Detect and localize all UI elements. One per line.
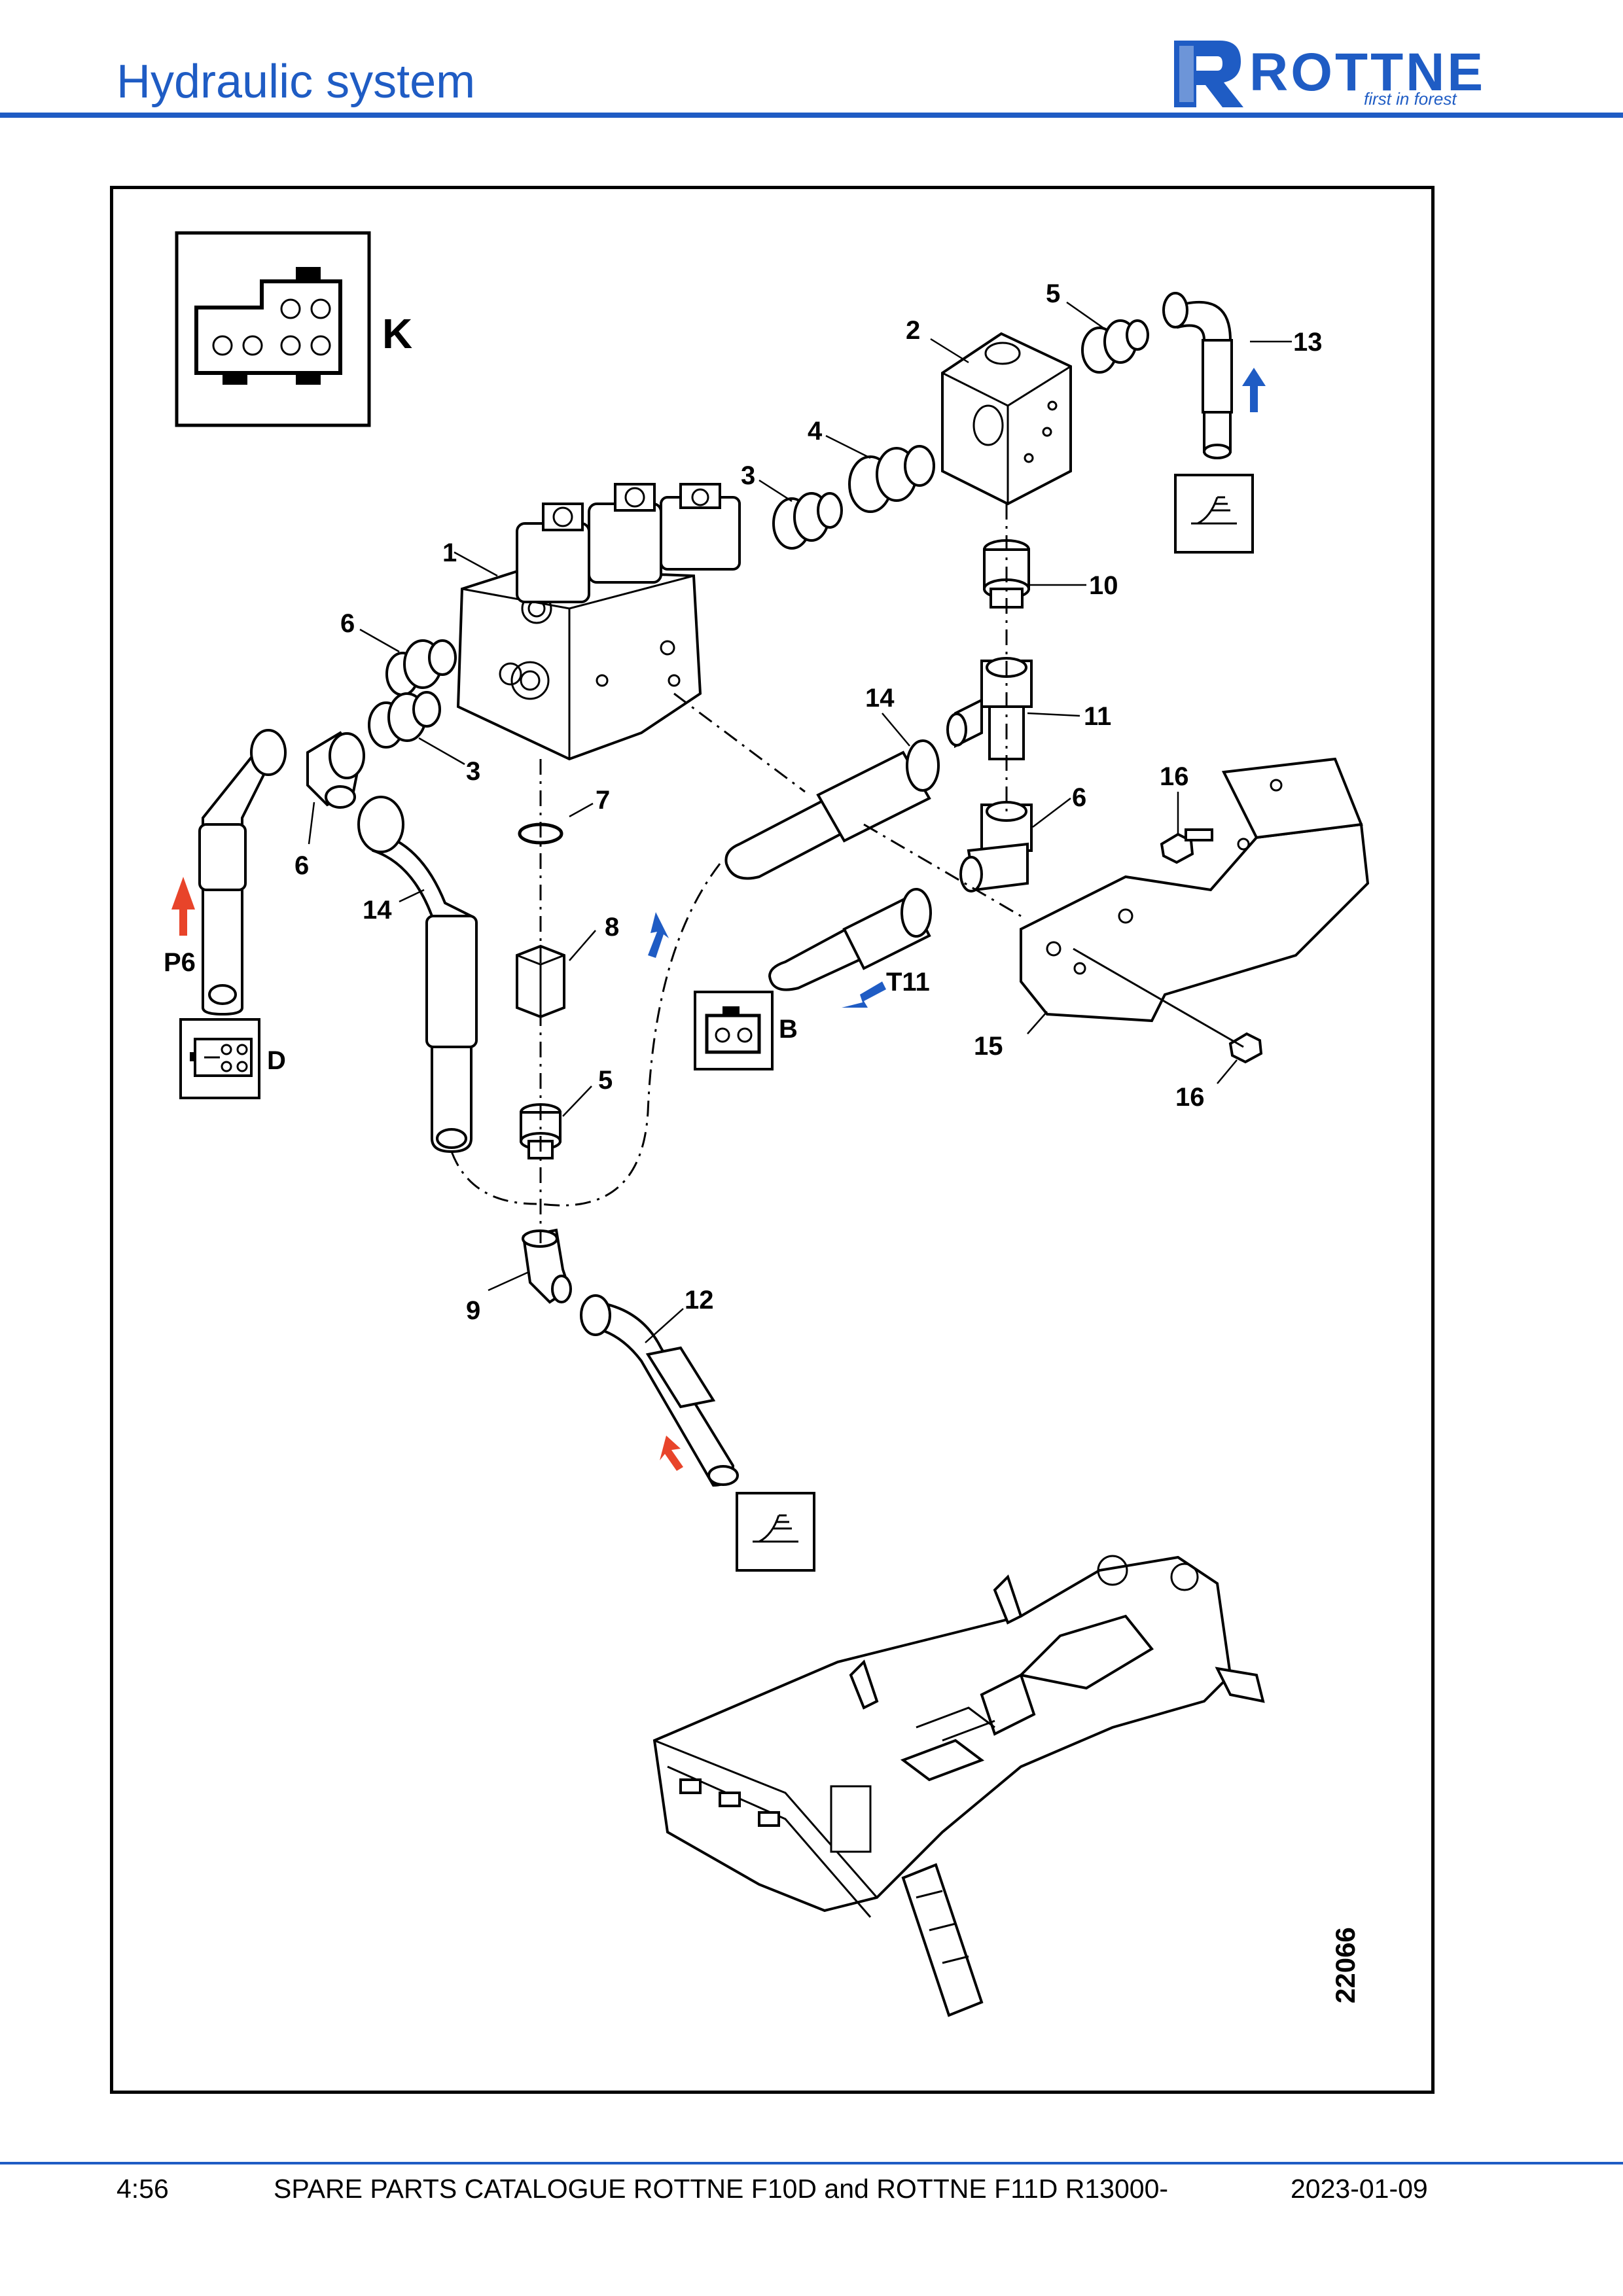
- callout-6: 6: [294, 851, 309, 880]
- callout-16: 16: [1160, 762, 1189, 791]
- connector-d-icon: [179, 1018, 260, 1099]
- callout-16: 16: [1175, 1083, 1205, 1112]
- callout-6: 6: [340, 609, 355, 638]
- connector-k-label: K: [382, 310, 412, 357]
- diagram-frame: [110, 186, 1435, 2094]
- leader-lines: [308, 301, 1292, 1343]
- port-label-p6: P6: [164, 948, 196, 977]
- return-arrow-icon: [842, 981, 886, 1008]
- assembly-axis-line: [1073, 947, 1244, 1048]
- elbow-9: [522, 1228, 572, 1304]
- drawing-number: 22066: [1330, 1927, 1361, 2004]
- connector-d-label: D: [267, 1046, 286, 1075]
- callout-10: 10: [1089, 571, 1118, 600]
- callout-9: 9: [466, 1296, 480, 1325]
- elbow-hose-13: [1162, 292, 1233, 459]
- assembly-axis-line: [673, 692, 806, 793]
- tee-fitting-11: [946, 657, 1033, 760]
- callout-14: 14: [363, 896, 392, 925]
- adapter-6-left-top: [385, 639, 457, 696]
- port-label-t11: T11: [886, 968, 930, 997]
- connector-b-icon: [694, 991, 774, 1070]
- hose-routing-line: [540, 863, 721, 1207]
- adapter-4: [848, 445, 935, 513]
- callout-2: 2: [906, 316, 920, 345]
- hose-p6: [198, 729, 287, 1016]
- callout-4: 4: [808, 417, 823, 446]
- valve-block: [456, 567, 702, 761]
- callout-11: 11: [1084, 702, 1111, 731]
- solenoid-coils: [516, 483, 741, 603]
- callout-3: 3: [741, 461, 755, 490]
- page-title: Hydraulic system: [116, 56, 476, 108]
- hose-14-left: [357, 796, 478, 1154]
- callout-5: 5: [598, 1066, 613, 1095]
- port-block: [941, 332, 1072, 506]
- tank-symbol-icon: [1174, 474, 1254, 554]
- brand-name: ROTTNE: [1249, 43, 1486, 102]
- elbow-6-left: [306, 731, 365, 809]
- callout-8: 8: [605, 913, 619, 942]
- pressure-arrow-icon: [660, 1436, 683, 1471]
- callout-6: 6: [1072, 783, 1086, 812]
- return-arrow-icon: [1242, 368, 1266, 412]
- callout-13: 13: [1293, 328, 1323, 357]
- footer-rule: [0, 2162, 1623, 2164]
- pressure-arrow-icon: [171, 877, 195, 936]
- page-number: 4:56: [116, 2174, 169, 2204]
- adapter-3-left: [368, 691, 441, 749]
- brand-logo: ROTTNE first in forest: [1168, 34, 1508, 113]
- hose-12: [580, 1294, 739, 1487]
- hose-routing-line: [450, 1151, 537, 1205]
- callout-7: 7: [596, 786, 610, 815]
- callout-15: 15: [974, 1032, 1003, 1061]
- connector-b-label: B: [779, 1015, 798, 1044]
- connector-k-icon: [175, 231, 371, 427]
- adapter-5-top: [1081, 319, 1149, 374]
- bolt-16-top: [1160, 828, 1213, 864]
- catalogue-date: 2023-01-09: [1291, 2174, 1428, 2204]
- callout-12: 12: [685, 1286, 714, 1315]
- hose-14-right: [724, 739, 940, 880]
- callout-5: 5: [1046, 279, 1060, 308]
- rottne-r-logo-icon: [1174, 41, 1243, 107]
- callout-3: 3: [466, 757, 480, 786]
- bolt-16-bottom: [1228, 1032, 1263, 1064]
- callout-14: 14: [865, 684, 895, 713]
- catalogue-title: SPARE PARTS CATALOGUE ROTTNE F10D and RO…: [274, 2174, 1169, 2204]
- hose-t11: [768, 888, 932, 991]
- header-rule: [0, 113, 1623, 118]
- tank-symbol-icon: [736, 1492, 815, 1572]
- callout-1: 1: [442, 539, 457, 567]
- elbow-6-right: [959, 801, 1033, 892]
- adapter-3-top: [772, 492, 843, 550]
- bracket-15: [1020, 757, 1370, 1023]
- brand-tagline: first in forest: [1364, 89, 1457, 109]
- return-arrow-icon: [648, 912, 669, 958]
- machine-overview-icon: [652, 1555, 1265, 2017]
